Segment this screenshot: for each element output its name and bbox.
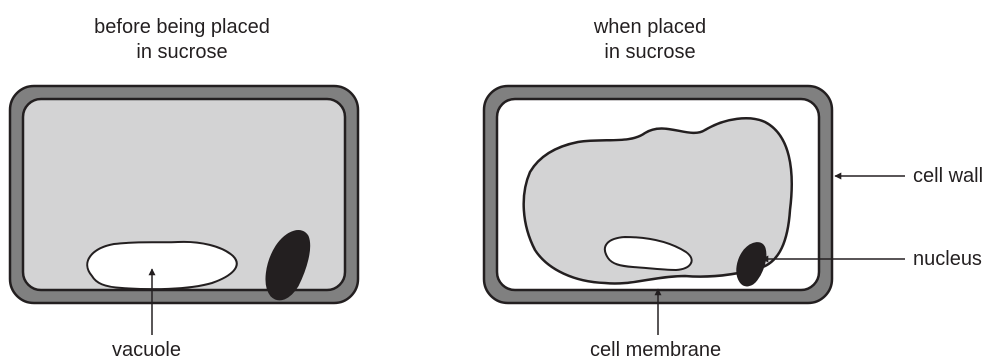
cell-membrane-label: cell membrane — [590, 338, 721, 362]
cell-before — [10, 86, 358, 303]
cell-wall-label: cell wall — [913, 164, 983, 188]
nucleus-label: nucleus — [913, 247, 982, 271]
vacuole-before — [87, 242, 236, 289]
vacuole-label: vacuole — [112, 338, 181, 362]
cell-after — [484, 86, 832, 303]
